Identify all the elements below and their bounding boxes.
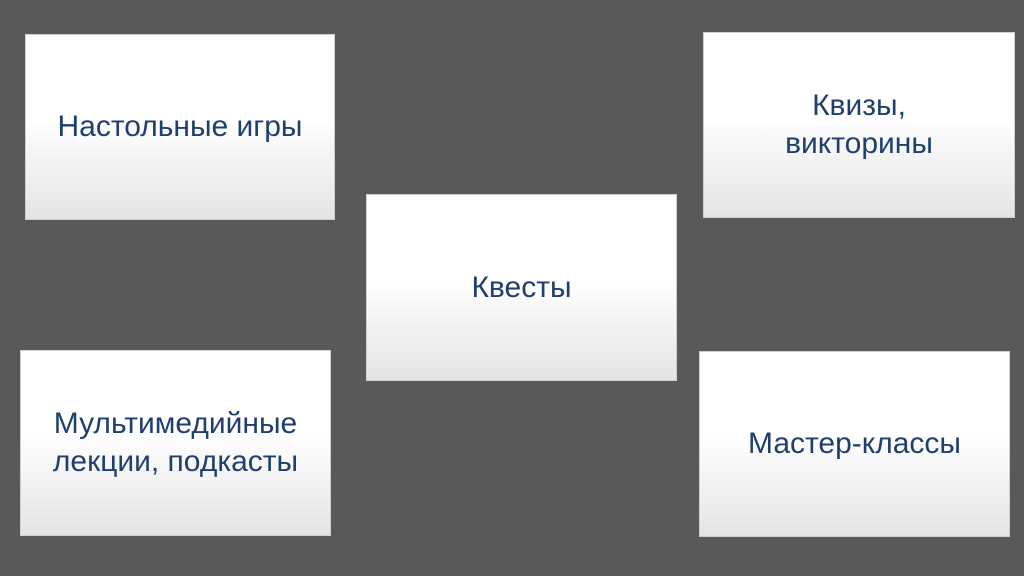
card-board-games-label: Настольные игры — [57, 110, 303, 143]
card-masterclasses: Мастер-классы — [699, 351, 1010, 537]
card-multimedia: Мультимедийные лекции, подкасты — [20, 350, 331, 536]
card-quests: Квесты — [366, 194, 677, 381]
card-masterclasses-label: Мастер-классы — [748, 427, 961, 460]
card-multimedia-label-line1: Мультимедийные — [53, 407, 298, 440]
card-board-games: Настольные игры — [25, 34, 335, 220]
card-quests-label: Квесты — [471, 270, 572, 304]
card-quizzes: Квизы, викторины — [703, 32, 1015, 218]
card-multimedia-label-line2: лекции, подкасты — [52, 445, 299, 478]
card-quizzes-label-line1: Квизы, — [812, 89, 906, 122]
card-quizzes-text: Квизы, викторины — [785, 87, 933, 163]
card-multimedia-text: Мультимедийные лекции, подкасты — [53, 405, 298, 481]
card-quizzes-label-line2: викторины — [785, 127, 933, 160]
